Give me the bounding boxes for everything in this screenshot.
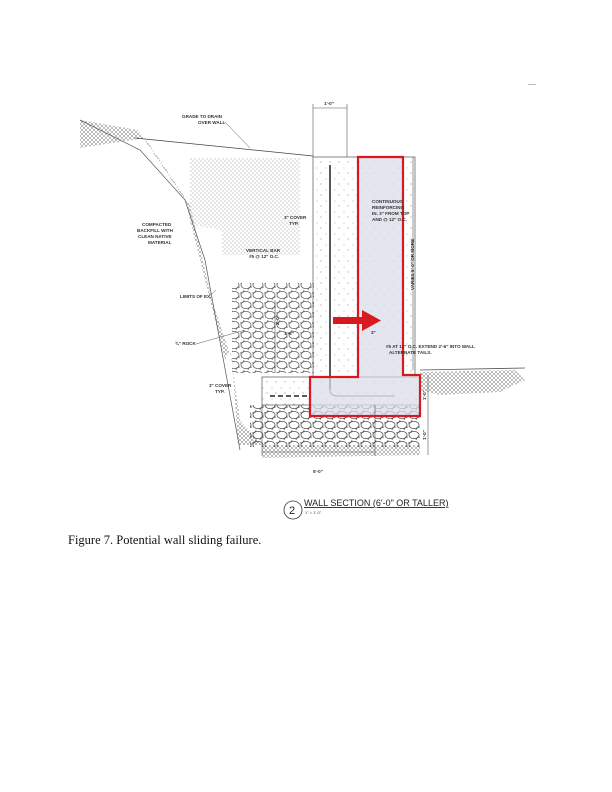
label-backfill-4: MATERIAL xyxy=(148,240,172,245)
detail-title: WALL SECTION (6'-0" OR TALLER) xyxy=(304,498,448,508)
dim-small: 2'-0" xyxy=(275,315,280,325)
label-continuous-1: CONTINUOUS xyxy=(372,199,403,204)
leader-line-grade xyxy=(224,121,251,149)
grade-line xyxy=(134,137,314,157)
dim-top: 1'-0" xyxy=(324,101,334,106)
sliding-arrow-icon xyxy=(333,310,381,331)
excavation-limit-line xyxy=(79,119,241,451)
label-backfill-3: CLEAN NATIVE xyxy=(138,234,172,239)
dim-rock: 1'-0" xyxy=(422,430,427,440)
sliding-block-highlight xyxy=(308,155,422,418)
label-backfill-1: COMPACTED xyxy=(142,222,172,227)
dim-bottom: 5'-0" xyxy=(313,469,323,474)
label-continuous-4: AND @ 12" O.C. xyxy=(372,217,407,222)
backfill-area xyxy=(190,158,300,255)
label-cover-bottom-2: TYP. xyxy=(215,389,225,394)
label-extend-2: ALTERNATE TAILS. xyxy=(389,350,432,355)
detail-scale: 1" = 1'-0" xyxy=(305,510,322,515)
leader-line-limits xyxy=(207,289,217,298)
right-soil-hatch xyxy=(420,370,525,395)
dim-three: 3" xyxy=(371,330,376,335)
label-vertical-bar-2: #5 @ 12" O.C. xyxy=(249,254,279,259)
label-continuous-2: REINFORCING xyxy=(372,205,405,210)
label-cover-bottom-1: 3" COVER xyxy=(209,383,232,388)
label-grade-1: GRADE TO DRAIN xyxy=(182,114,223,119)
right-grade-line xyxy=(419,367,526,371)
label-varies: VARIES 6'-0" OR MORE xyxy=(410,239,415,290)
label-rock: ¾" ROCK xyxy=(175,340,196,346)
label-cover-top-2: TYP. xyxy=(289,221,299,226)
detail-number: 2 xyxy=(289,505,295,517)
dimension-lines xyxy=(261,104,429,456)
label-grade-2: OVER WALL xyxy=(198,120,226,125)
rock-drain-pocket xyxy=(232,283,314,373)
label-continuous-3: IN. 3" FROM TOP xyxy=(372,211,409,216)
label-vertical-bar-1: VERTICAL BAR xyxy=(246,248,281,253)
dim-inner: 1'-6" xyxy=(284,331,294,336)
label-backfill-2: BACKFILL WITH xyxy=(137,228,174,233)
label-cover-top-1: 3" COVER xyxy=(284,215,307,220)
detail-number-circle xyxy=(283,500,303,520)
label-extend-1: #5 AT 12" O.C. EXTEND 2'-6" INTO WALL xyxy=(386,344,475,349)
dim-footing: 1'-0" xyxy=(422,390,427,400)
figure-caption: Figure 7. Potential wall sliding failure… xyxy=(68,533,262,547)
label-limits: LIMITS OF EX. xyxy=(180,294,211,299)
page-mark xyxy=(528,84,536,85)
leader-line-rock xyxy=(195,329,246,345)
